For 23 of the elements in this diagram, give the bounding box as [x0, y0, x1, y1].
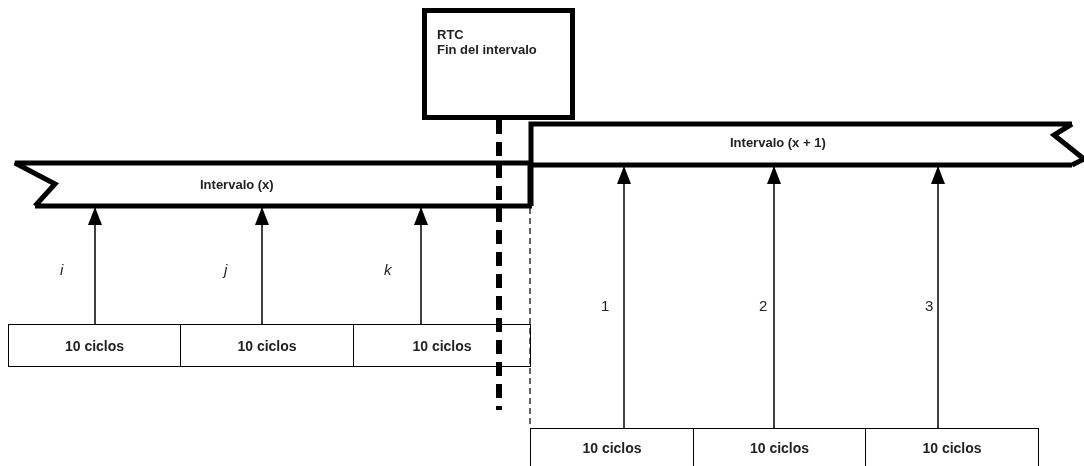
- edge-label: 2: [759, 298, 768, 314]
- edge-label: i: [60, 262, 64, 278]
- edge-label: k: [384, 262, 392, 278]
- cycle-cell: 10 ciclos: [353, 324, 531, 367]
- arrow: [88, 207, 102, 325]
- arrow: [414, 207, 428, 325]
- event-box: [422, 8, 575, 120]
- interval-label: Intervalo (x): [200, 177, 274, 192]
- cycle-cell: 10 ciclos: [865, 428, 1039, 466]
- arrow: [617, 166, 631, 429]
- arrow: [931, 166, 945, 429]
- arrow: [255, 207, 269, 325]
- edge-label: 3: [925, 298, 934, 314]
- dashed-marker-line: [496, 120, 502, 410]
- cycle-cell: 10 ciclos: [8, 324, 181, 367]
- event-label: RTC: [437, 27, 465, 42]
- event-label: Fin del intervalo: [437, 42, 538, 57]
- edge-label: j: [224, 262, 228, 278]
- edge-label: 1: [601, 298, 610, 314]
- cycle-cell: 10 ciclos: [180, 324, 354, 367]
- interval-label: Intervalo (x + 1): [730, 135, 826, 150]
- cycle-cell: 10 ciclos: [530, 428, 694, 466]
- arrow: [767, 166, 781, 429]
